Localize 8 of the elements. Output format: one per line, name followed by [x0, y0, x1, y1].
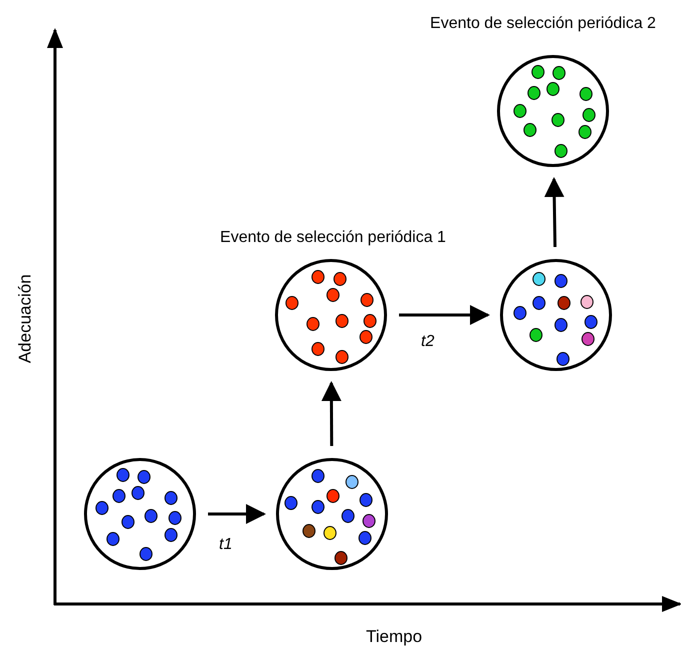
arrow	[321, 381, 342, 446]
event-caption: Evento de selección periódica 1	[219, 228, 447, 248]
axis-label: Tiempo	[364, 626, 424, 648]
arrow	[399, 305, 490, 325]
event-caption: Evento de selección periódica 2	[429, 14, 657, 34]
arrow	[544, 177, 564, 248]
axis-label: Adecuación	[14, 274, 36, 364]
arrow	[208, 504, 266, 524]
